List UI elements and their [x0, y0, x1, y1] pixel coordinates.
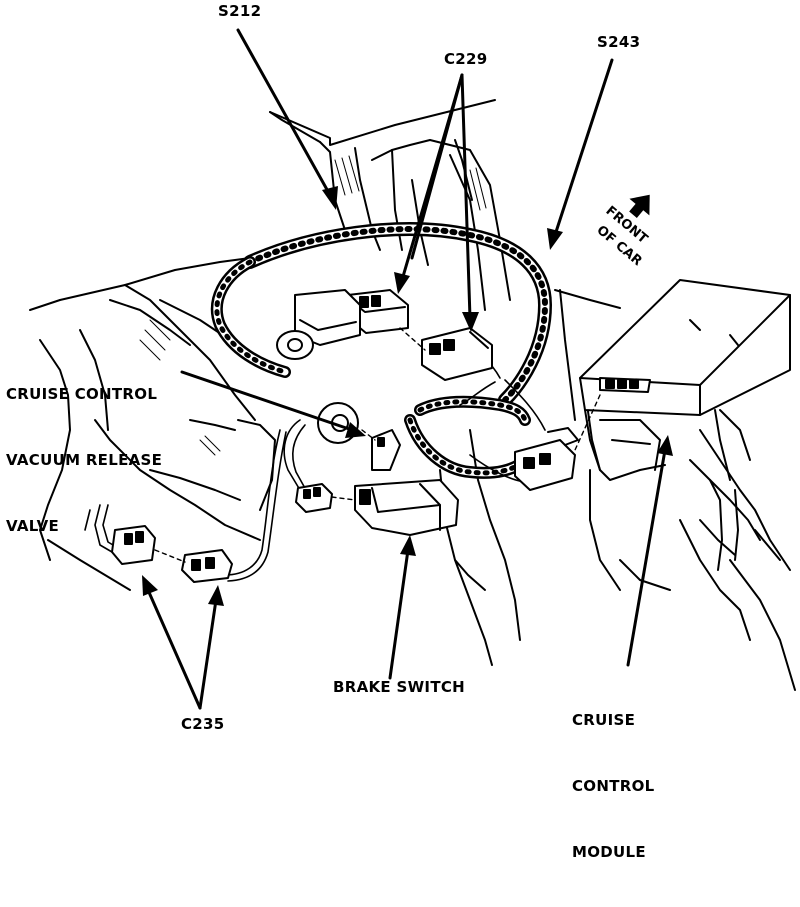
module-line-1: CRUISE	[572, 711, 636, 729]
front-of-car-indicator: FRONT OF CAR	[592, 190, 676, 280]
switch-lead-connector	[295, 483, 333, 513]
wire-harness	[210, 222, 552, 479]
cruise-valve-line-2: VACUUM RELEASE	[6, 451, 163, 469]
cruise-valve-line-3: VALVE	[6, 517, 60, 535]
brake-switch-body	[354, 479, 459, 536]
c229-connector-right	[421, 327, 493, 381]
s212-label: S212	[218, 2, 262, 20]
wiring-diagram: FRONT OF CAR S212 C229 S243 CRUISE CONTR…	[6, 2, 796, 861]
shading-lines	[139, 155, 487, 456]
module-line-3: MODULE	[572, 843, 646, 861]
cruise-control-valve-label: CRUISE CONTROL VACUUM RELEASE VALVE	[6, 339, 162, 581]
module-harness-connector	[514, 427, 579, 491]
c235-connector-left	[111, 525, 156, 565]
cruise-control-module-label: CRUISE CONTROL MODULE	[572, 665, 655, 907]
brake-switch-label: BRAKE SWITCH	[333, 678, 466, 696]
c235-label: C235	[181, 715, 225, 733]
components	[111, 279, 791, 583]
c235-connector-right	[181, 549, 233, 583]
s243-label: S243	[597, 33, 641, 51]
callout-arrows	[142, 28, 673, 710]
front-direction-arrow: FRONT OF CAR	[594, 194, 650, 269]
dash-structure	[29, 99, 796, 691]
module-line-2: CONTROL	[572, 777, 655, 795]
cruise-valve-line-1: CRUISE CONTROL	[6, 385, 158, 403]
dashed-guides	[154, 327, 601, 563]
cruise-module-box	[579, 279, 791, 481]
line-art	[29, 28, 796, 710]
c229-label: C229	[444, 50, 488, 68]
